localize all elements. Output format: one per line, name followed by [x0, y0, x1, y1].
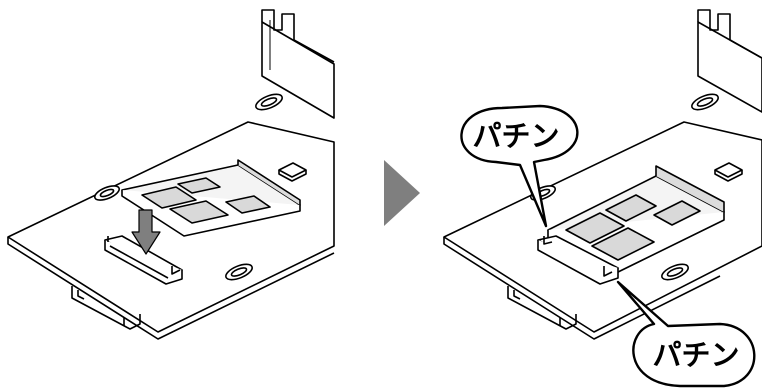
left-panel-before [8, 10, 334, 339]
callout-label-bottom: パチン [652, 338, 739, 372]
right-panel-after [444, 10, 762, 339]
callout-label-top: パチン [472, 119, 559, 153]
triangle-right-icon [384, 160, 420, 226]
mount-hole-right-top [690, 91, 720, 113]
mount-hole-left-top [254, 91, 284, 113]
